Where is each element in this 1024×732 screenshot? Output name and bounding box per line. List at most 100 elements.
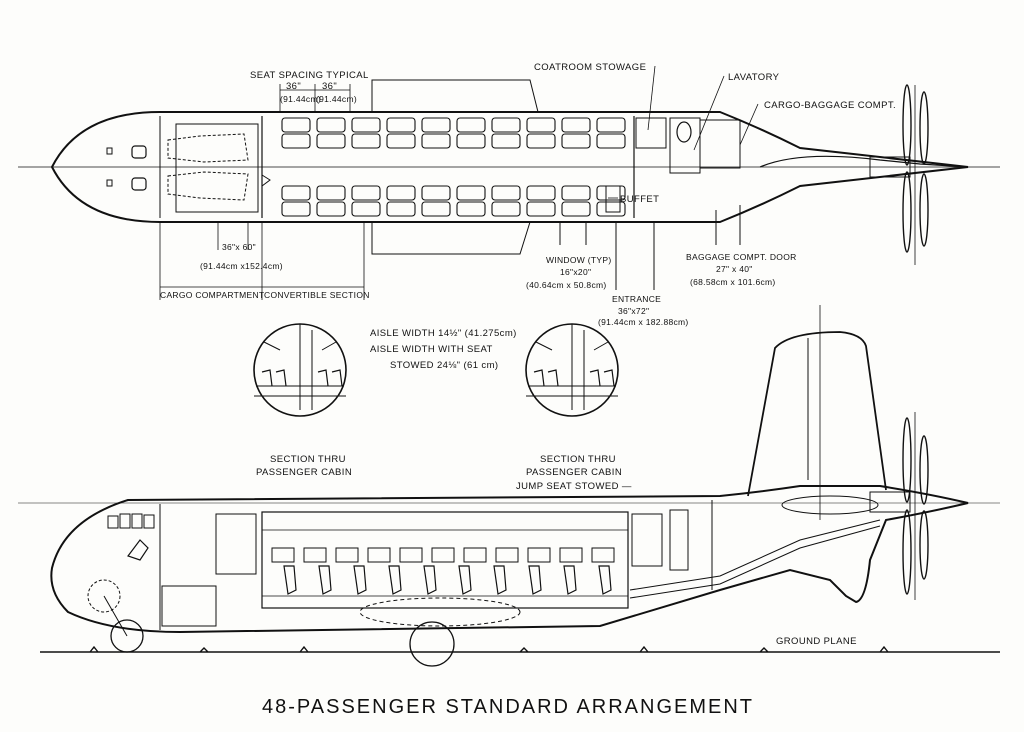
prop-hub-side [869,491,911,513]
pitch-cm-1: (91.44cm) [280,94,321,104]
section-luggage-rack [535,341,609,351]
propeller-blade [919,91,929,165]
lavatory-leader [693,75,725,151]
left-section-caption-1: SECTION THRU [270,454,346,465]
section-seats [533,369,615,387]
section-seats [261,369,343,387]
section-luggage-rack [263,341,337,351]
passenger-seat [281,201,311,217]
cabin-window [495,547,519,563]
cabin-seats-side [283,565,612,595]
propeller-blade [919,173,929,247]
cabin-window [399,547,423,563]
passenger-seat [351,201,381,217]
wing-outline-lower [371,221,531,255]
aisle-width-label: AISLE WIDTH 14½" (41.275cm) [370,328,517,339]
passenger-seat [561,201,591,217]
propeller-blade-side [902,417,912,503]
passenger-seat-side [563,565,577,595]
passenger-seat [561,133,591,149]
passenger-seat [421,201,451,217]
passenger-seat [351,117,381,133]
baggage-door-label-1: BAGGAGE COMPT. DOOR [686,252,797,262]
wing-outline-side [359,597,521,627]
passenger-seat [491,133,521,149]
coatroom-label: COATROOM STOWAGE [534,62,646,73]
passenger-seat-side [283,565,297,595]
pilot-seat [131,145,147,159]
entrance-label-2: 36"x72" [618,306,649,316]
wing-outline-upper [371,79,539,113]
passenger-seat [561,117,591,133]
passenger-seat-side [458,565,472,595]
entrance-label-1: ENTRANCE [612,294,661,304]
cargo-baggage-compartment [699,119,741,169]
passenger-seat-side [353,565,367,595]
copilot-seat [131,177,147,191]
propeller-blade-side [902,509,912,595]
passenger-seat [491,185,521,201]
window-label-2: 16"x20" [560,267,591,277]
passenger-seat [316,185,346,201]
passenger-seat [351,133,381,149]
window-label-1: WINDOW (TYP) [546,255,611,265]
passenger-seat-side [423,565,437,595]
cockpit-window-side [143,514,155,529]
passenger-seat [456,117,486,133]
cockpit-window [106,179,113,187]
cargo-outline-dashed [167,133,249,201]
cabin-window [463,547,487,563]
passenger-seat-side [318,565,332,595]
right-section-caption-2: PASSENGER CABIN [526,467,622,478]
seat-rows [281,117,626,217]
passenger-seat [491,117,521,133]
baggage-door-label-2: 27" x 40" [716,264,753,274]
side-fuselage-outline [50,485,969,634]
buffet-label: BUFFET [620,194,659,205]
propeller-blade [902,171,912,253]
propeller-blade [902,84,912,166]
passenger-seat [316,117,346,133]
entrance-label-3: (91.44cm x 182.88cm) [598,317,689,327]
cabin-window [335,547,359,563]
passenger-seat [386,201,416,217]
passenger-seat [386,185,416,201]
passenger-seat [386,133,416,149]
aisle-width-seat-label: AISLE WIDTH WITH SEAT [370,344,493,355]
nose-gear-retracted [87,579,121,613]
passenger-seat [456,185,486,201]
baggage-door-side [669,509,689,571]
passenger-seat [281,133,311,149]
seat-spacing-label: SEAT SPACING TYPICAL [250,70,369,81]
cargo-compartment-label: CARGO COMPARTMENT [160,290,264,300]
passenger-seat [316,133,346,149]
passenger-seat [386,117,416,133]
passenger-seat [526,117,556,133]
left-section-caption-2: PASSENGER CABIN [256,467,352,478]
cockpit-window-side [119,513,131,529]
cargo-leader [739,103,759,146]
entrance-door-side [631,513,663,567]
drawing-title: 48-PASSENGER STANDARD ARRANGEMENT [262,696,754,718]
passenger-seat [526,133,556,149]
bulkhead-notch [261,174,271,187]
passenger-seat [281,117,311,133]
passenger-seat [561,185,591,201]
prop-hub [869,156,911,178]
pitch-inches-2: 36" [322,81,337,92]
cargo-door-side [215,513,257,575]
cabin-window [271,547,295,563]
cabin-side [261,511,629,609]
main-gear-wheel [409,621,455,667]
pitch-cm-2: (91.44cm) [316,94,357,104]
right-section-caption-1: SECTION THRU [540,454,616,465]
cargo-baggage-label: CARGO-BAGGAGE COMPT. [764,100,896,111]
plan-fuselage-outline [50,111,969,223]
cockpit-window [106,147,113,155]
passenger-seat [421,185,451,201]
passenger-seat [421,133,451,149]
aisle-stowed-label: STOWED 24⅛" (61 cm) [390,360,498,371]
cockpit-window-side [131,513,143,529]
cabin-window [367,547,391,563]
